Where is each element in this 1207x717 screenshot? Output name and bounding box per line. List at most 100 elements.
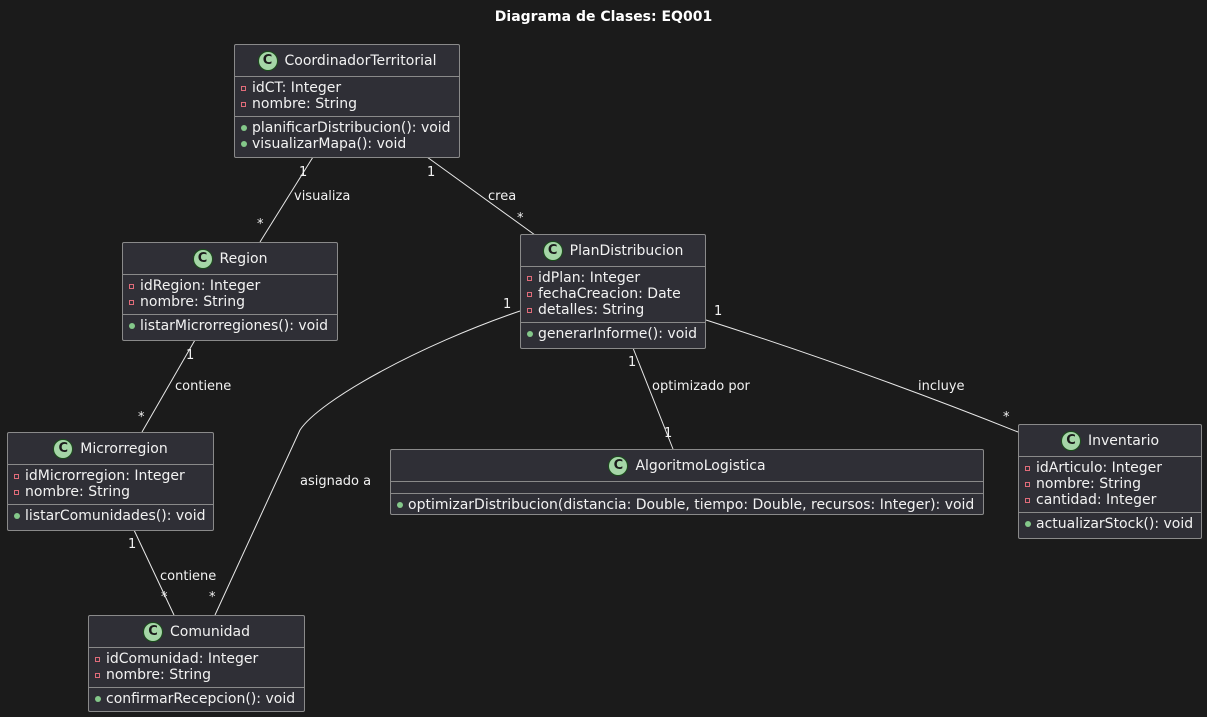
edge-incluye xyxy=(705,319,1019,433)
class-icon: C xyxy=(1060,430,1081,451)
attributes-section: idComunidad: Integer nombre: String xyxy=(89,647,304,687)
private-icon xyxy=(527,307,538,313)
class-microrregion[interactable]: C Microrregion idMicrorregion: Integer n… xyxy=(7,432,214,531)
edge-label-optimizado: optimizado por xyxy=(652,379,750,394)
attribute-row: idRegion: Integer xyxy=(129,278,331,294)
edge-visualiza xyxy=(259,156,314,243)
mult-visualiza-to: * xyxy=(257,217,264,232)
class-header: C Comunidad xyxy=(89,616,304,647)
private-icon xyxy=(95,672,106,678)
mult-visualiza-from: 1 xyxy=(299,165,308,180)
class-comunidad[interactable]: C Comunidad idComunidad: Integer nombre:… xyxy=(88,615,305,712)
public-icon xyxy=(397,502,408,508)
private-icon xyxy=(95,656,106,662)
method-row: optimizarDistribucion(distancia: Double,… xyxy=(397,497,977,513)
class-name: PlanDistribucion xyxy=(569,242,684,259)
methods-section: listarComunidades(): void xyxy=(8,504,213,528)
mult-incluye-to: * xyxy=(1003,410,1010,425)
edge-contiene-region xyxy=(141,339,196,433)
private-icon xyxy=(14,489,25,495)
edge-label-incluye: incluye xyxy=(918,379,965,394)
edge-contiene-micro xyxy=(133,529,175,616)
class-icon: C xyxy=(192,248,213,269)
class-header: C CoordinadorTerritorial xyxy=(235,45,459,76)
class-icon: C xyxy=(143,621,164,642)
mult-crea-to: * xyxy=(517,211,524,226)
class-name: Microrregion xyxy=(80,440,168,457)
attribute-row: idPlan: Integer xyxy=(527,270,699,286)
attribute-row: nombre: String xyxy=(1025,476,1195,492)
class-region[interactable]: C Region idRegion: Integer nombre: Strin… xyxy=(122,242,338,341)
mult-contiene-micro-from: 1 xyxy=(128,537,137,552)
method-row: visualizarMapa(): void xyxy=(241,136,453,152)
public-icon xyxy=(14,513,25,519)
method-row: planificarDistribucion(): void xyxy=(241,120,453,136)
methods-section: generarInforme(): void xyxy=(521,322,705,346)
attribute-row: idArticulo: Integer xyxy=(1025,460,1195,476)
attributes-section: idMicrorregion: Integer nombre: String xyxy=(8,464,213,504)
class-icon: C xyxy=(542,240,563,261)
attributes-section xyxy=(391,481,983,493)
attribute-row: cantidad: Integer xyxy=(1025,492,1195,508)
mult-optimizado-from: 1 xyxy=(628,355,637,370)
attributes-section: idPlan: Integer fechaCreacion: Date deta… xyxy=(521,266,705,322)
attribute-row: nombre: String xyxy=(129,294,331,310)
class-algoritmo-logistica[interactable]: C AlgoritmoLogistica optimizarDistribuci… xyxy=(390,449,984,515)
class-name: Region xyxy=(219,250,268,267)
class-header: C PlanDistribucion xyxy=(521,235,705,266)
edge-crea xyxy=(426,156,536,236)
attributes-section: idRegion: Integer nombre: String xyxy=(123,274,337,314)
attribute-row: fechaCreacion: Date xyxy=(527,286,699,302)
private-icon xyxy=(241,101,252,107)
mult-crea-from: 1 xyxy=(427,165,436,180)
class-name: Comunidad xyxy=(170,623,250,640)
mult-incluye-from: 1 xyxy=(714,304,723,319)
methods-section: confirmarRecepcion(): void xyxy=(89,687,304,711)
public-icon xyxy=(527,331,538,337)
class-header: C AlgoritmoLogistica xyxy=(391,450,983,481)
private-icon xyxy=(14,473,25,479)
class-header: C Inventario xyxy=(1019,425,1201,456)
methods-section: listarMicrorregiones(): void xyxy=(123,314,337,338)
edge-label-crea: crea xyxy=(488,189,517,204)
mult-contiene-region-from: 1 xyxy=(186,348,195,363)
edge-asignado xyxy=(214,310,521,616)
private-icon xyxy=(1025,497,1036,503)
class-name: AlgoritmoLogistica xyxy=(635,457,766,474)
method-row: listarComunidades(): void xyxy=(14,508,207,524)
method-row: confirmarRecepcion(): void xyxy=(95,691,298,707)
class-coordinador-territorial[interactable]: C CoordinadorTerritorial idCT: Integer n… xyxy=(234,44,460,158)
private-icon xyxy=(527,291,538,297)
public-icon xyxy=(1025,521,1036,527)
private-icon xyxy=(129,299,140,305)
private-icon xyxy=(241,85,252,91)
private-icon xyxy=(1025,481,1036,487)
method-row: listarMicrorregiones(): void xyxy=(129,318,331,334)
class-icon: C xyxy=(257,50,278,71)
edge-optimizado xyxy=(632,347,674,450)
public-icon xyxy=(241,141,252,147)
mult-contiene-region-to: * xyxy=(138,410,145,425)
attribute-row: nombre: String xyxy=(14,484,207,500)
class-name: Inventario xyxy=(1087,432,1160,449)
public-icon xyxy=(129,323,140,329)
class-plan-distribucion[interactable]: C PlanDistribucion idPlan: Integer fecha… xyxy=(520,234,706,349)
methods-section: planificarDistribucion(): void visualiza… xyxy=(235,116,459,156)
private-icon xyxy=(129,283,140,289)
public-icon xyxy=(241,125,252,131)
attribute-row: idMicrorregion: Integer xyxy=(14,468,207,484)
class-header: C Region xyxy=(123,243,337,274)
class-inventario[interactable]: C Inventario idArticulo: Integer nombre:… xyxy=(1018,424,1202,539)
attributes-section: idArticulo: Integer nombre: String canti… xyxy=(1019,456,1201,512)
edge-label-visualiza: visualiza xyxy=(294,189,351,204)
mult-asignado-to: * xyxy=(209,590,216,605)
mult-contiene-micro-to: * xyxy=(161,590,168,605)
class-icon: C xyxy=(53,438,74,459)
attribute-row: nombre: String xyxy=(241,96,453,112)
mult-optimizado-to: 1 xyxy=(664,426,673,441)
class-name: CoordinadorTerritorial xyxy=(284,52,437,69)
attribute-row: idCT: Integer xyxy=(241,80,453,96)
method-row: generarInforme(): void xyxy=(527,326,699,342)
diagram-title: Diagrama de Clases: EQ001 xyxy=(494,9,713,25)
